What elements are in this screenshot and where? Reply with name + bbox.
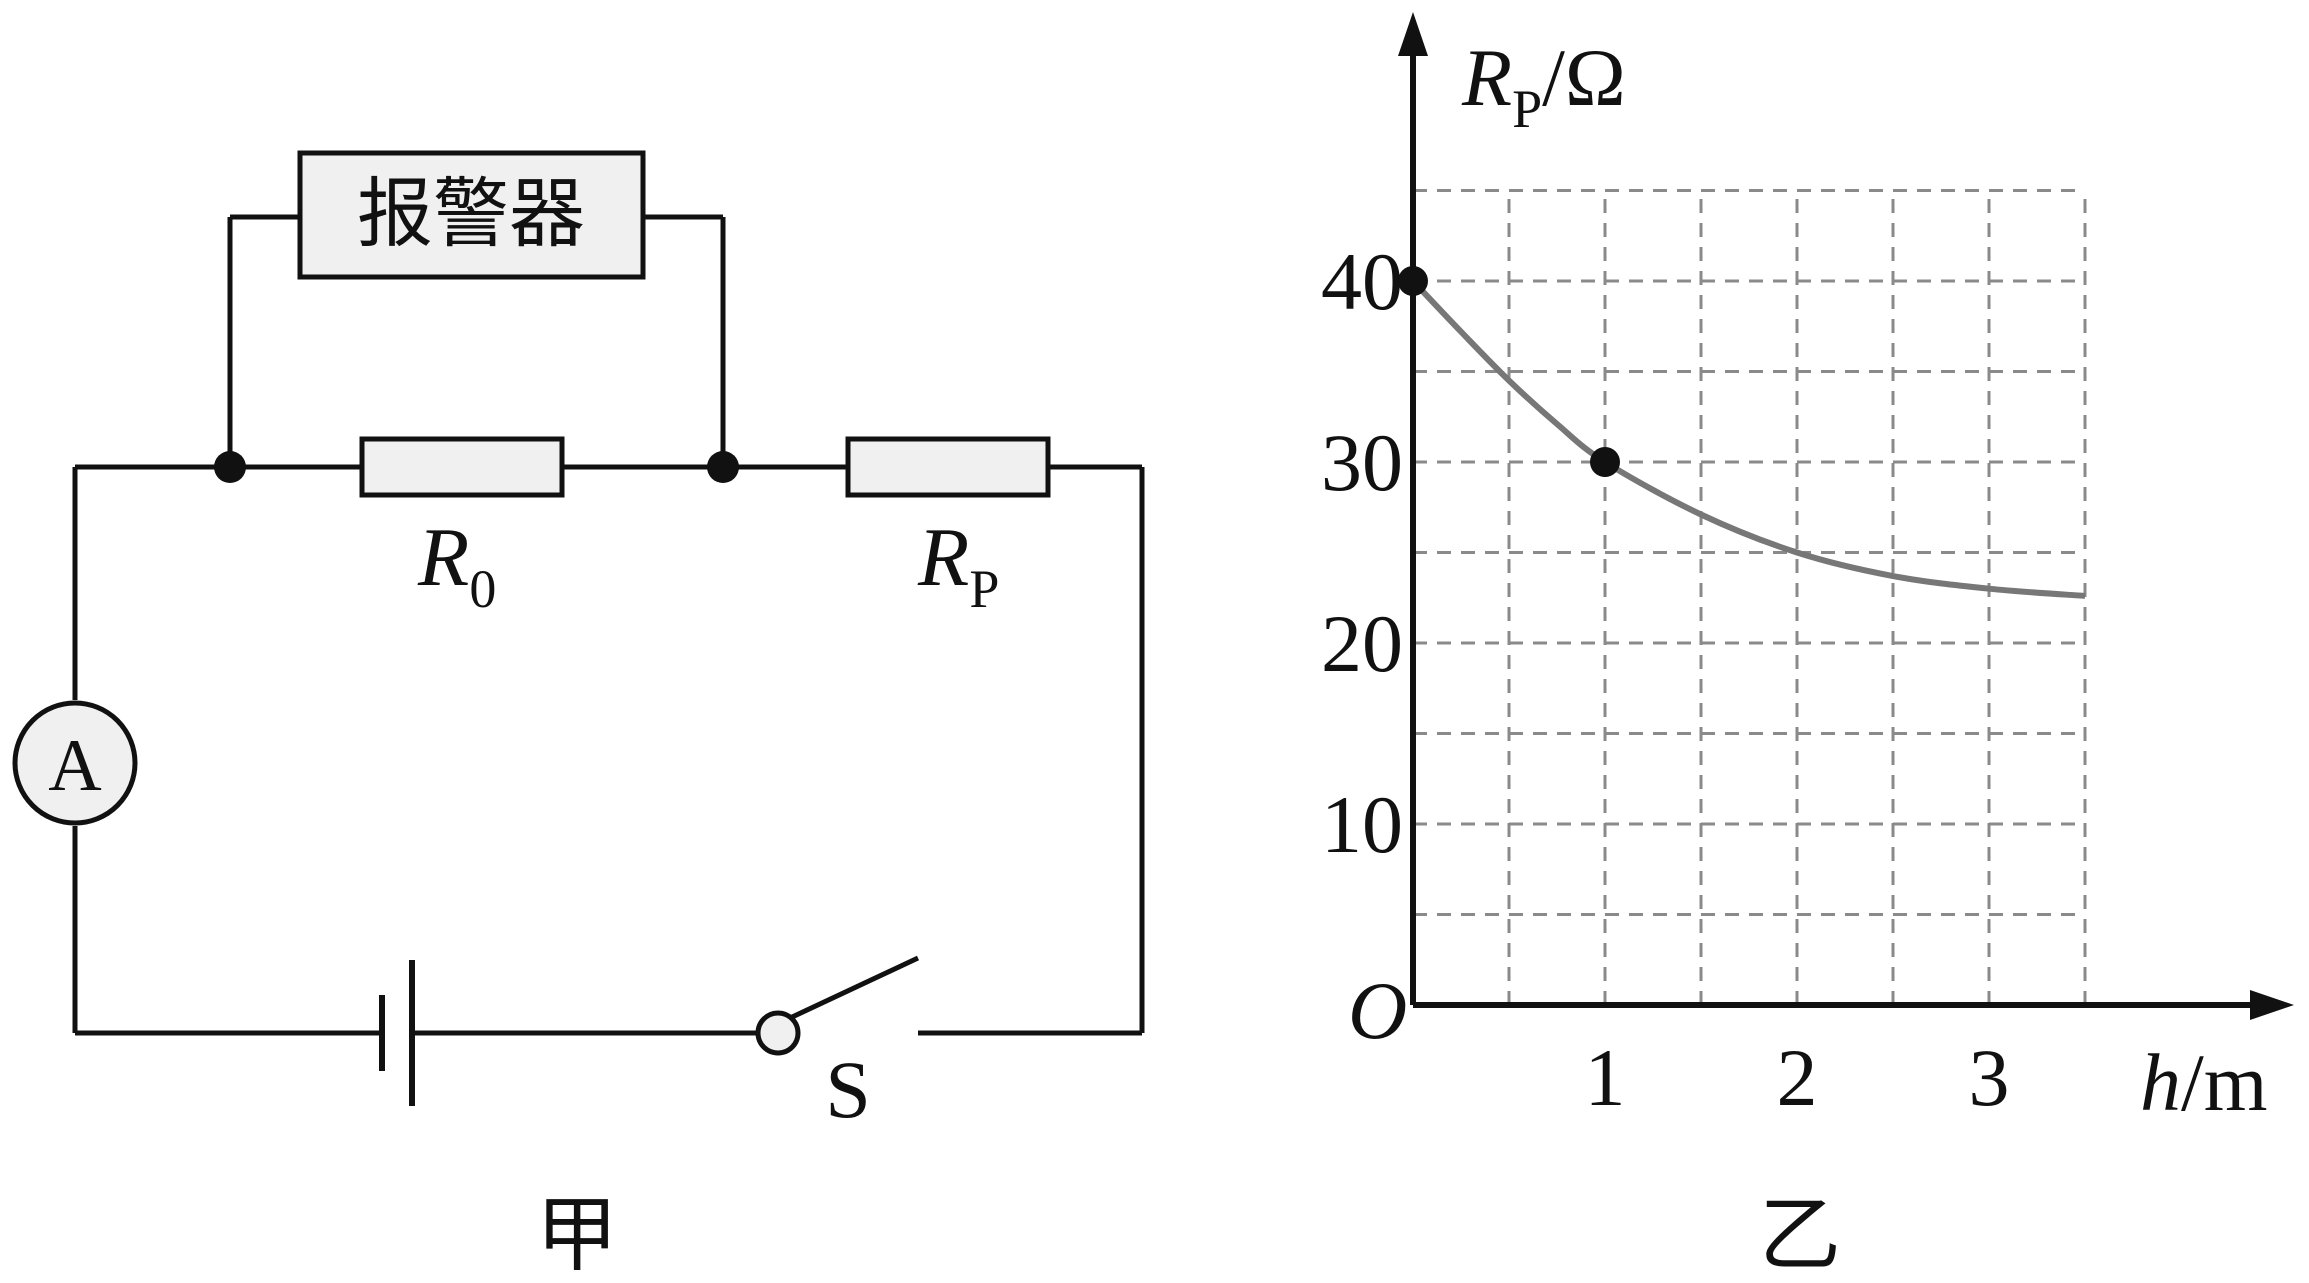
x-tick-label: 1 xyxy=(1585,1032,1626,1123)
rp-subscript: P xyxy=(969,559,999,619)
y-axis-unit: /Ω xyxy=(1542,32,1626,123)
x-axis-label: h/m xyxy=(2140,1037,2268,1128)
switch-pivot xyxy=(755,1010,801,1056)
x-tick-label: 2 xyxy=(1777,1032,1818,1123)
resistor-rp xyxy=(845,436,1051,498)
y-axis-subscript: P xyxy=(1512,79,1542,139)
series-line xyxy=(1410,278,2086,599)
data-point xyxy=(1590,447,1620,477)
data-point xyxy=(1398,266,1428,296)
alarm-box xyxy=(297,150,646,280)
y-tick-label: 40 xyxy=(1321,236,1403,327)
ammeter xyxy=(12,700,138,826)
rp-label: RP xyxy=(917,511,999,619)
grid xyxy=(1413,189,2087,1005)
circuit-diagram xyxy=(72,214,1145,1036)
y-tick-label: 20 xyxy=(1321,598,1403,689)
x-axis-arrow xyxy=(2250,990,2294,1020)
x-axis-unit: /m xyxy=(2181,1037,2268,1128)
tick-labels: 10 20 30 40 1 2 3 xyxy=(1321,236,2010,1123)
axes xyxy=(1398,12,2294,1020)
marked-points xyxy=(1398,266,1620,477)
resistor-r0 xyxy=(359,436,565,498)
junction-dot-left xyxy=(214,451,246,483)
resistance-height-graph: 10 20 30 40 1 2 3 O RP/Ω h/m 乙 xyxy=(1321,12,2294,1283)
y-axis-symbol: R xyxy=(1461,32,1512,123)
alarm-label: 报警器 xyxy=(357,169,585,258)
x-tick-label: 3 xyxy=(1969,1032,2010,1123)
y-axis-label: RP/Ω xyxy=(1461,32,1626,139)
y-axis-arrow xyxy=(1398,12,1428,56)
y-tick-label: 10 xyxy=(1321,779,1403,870)
r0-symbol: R xyxy=(417,511,469,604)
r0-label: R0 xyxy=(417,511,496,619)
graph-caption: 乙 xyxy=(1759,1188,1841,1283)
origin-label: O xyxy=(1348,965,1407,1056)
y-tick-label: 30 xyxy=(1321,417,1403,508)
switch-lever xyxy=(788,955,920,1021)
ammeter-label: A xyxy=(48,725,101,807)
circuit-caption: 甲 xyxy=(536,1188,618,1283)
r0-subscript: 0 xyxy=(469,559,496,619)
x-axis-symbol: h xyxy=(2140,1037,2181,1128)
switch-label: S xyxy=(825,1044,871,1135)
junction-dot-right xyxy=(707,451,739,483)
rp-symbol: R xyxy=(917,511,969,604)
